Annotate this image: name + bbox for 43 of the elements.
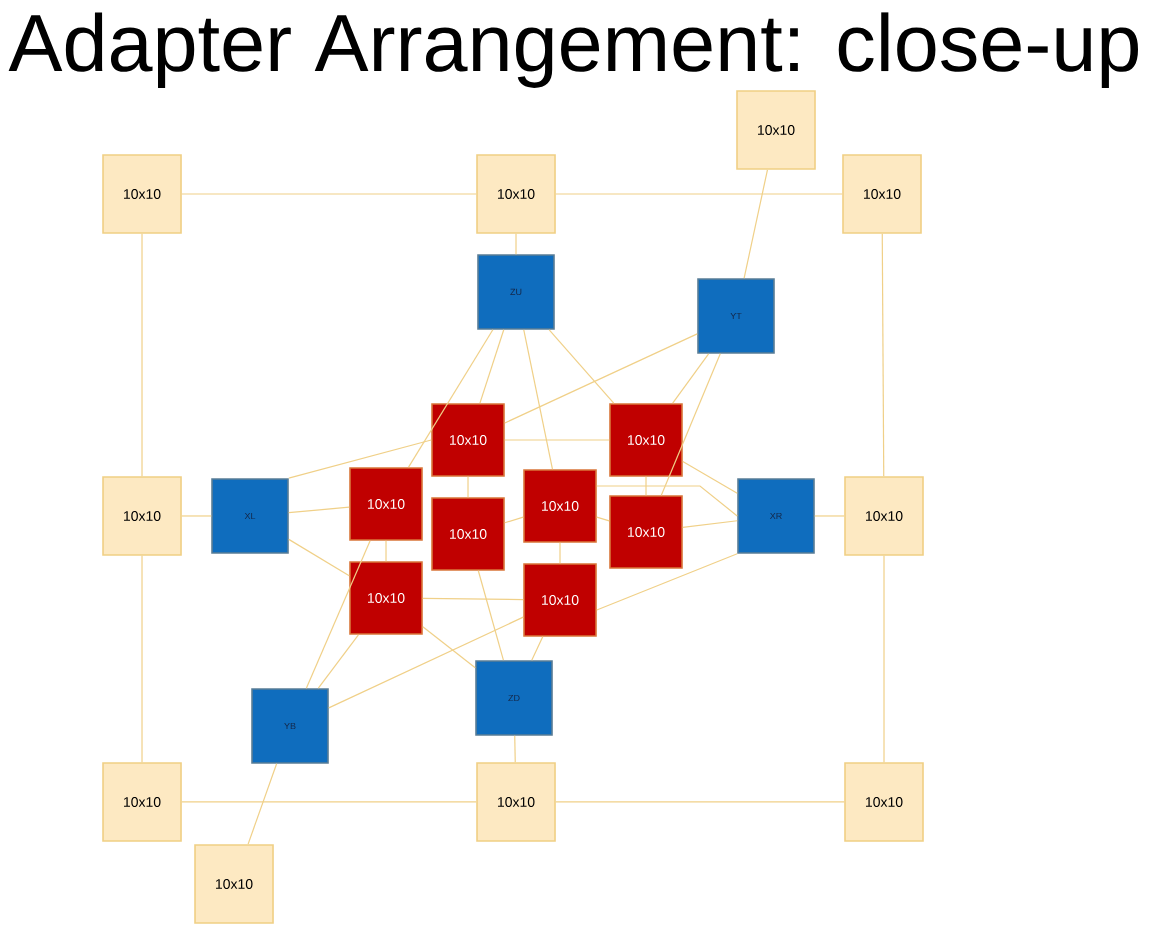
connector-line [682, 460, 738, 494]
connector-line [555, 801, 845, 803]
title: Adapter Arrangement: close-up [8, 12, 1138, 88]
connector-line [288, 538, 350, 577]
connector-line [181, 801, 477, 803]
connector-line [660, 353, 721, 496]
connector-line [328, 616, 524, 709]
connector-line [555, 193, 843, 195]
connector-line [645, 476, 647, 496]
connector-line [504, 516, 524, 524]
connector-line [288, 439, 432, 479]
connector-line [531, 636, 544, 661]
connector-line [596, 485, 738, 517]
connector-line [514, 735, 516, 763]
connector-line [682, 520, 738, 529]
connector-line [422, 597, 524, 601]
connector-line [548, 329, 615, 404]
connector-line [479, 329, 505, 404]
connector-line [181, 193, 477, 195]
connector-line [467, 476, 469, 498]
connector-line [407, 329, 494, 468]
connector-line [881, 233, 885, 477]
connector-line [247, 763, 278, 845]
connector-line [743, 169, 769, 279]
connector-line [181, 515, 212, 517]
connector-line [141, 555, 143, 763]
connector-line [422, 626, 476, 669]
connector-line [385, 540, 387, 562]
connector-line [883, 555, 885, 763]
connector-line [141, 233, 143, 477]
connector-line [596, 516, 610, 522]
connector-line [317, 634, 359, 689]
connector-line [515, 233, 517, 255]
connector-line [504, 333, 698, 424]
connector-line [288, 506, 350, 514]
connector-line [814, 515, 845, 517]
connector-line [305, 540, 371, 689]
connector-line [672, 353, 710, 404]
connector-line [477, 570, 505, 661]
connector-line [504, 439, 610, 441]
connector-line [559, 542, 561, 564]
connector-line [596, 553, 738, 611]
connector-line [523, 329, 554, 470]
